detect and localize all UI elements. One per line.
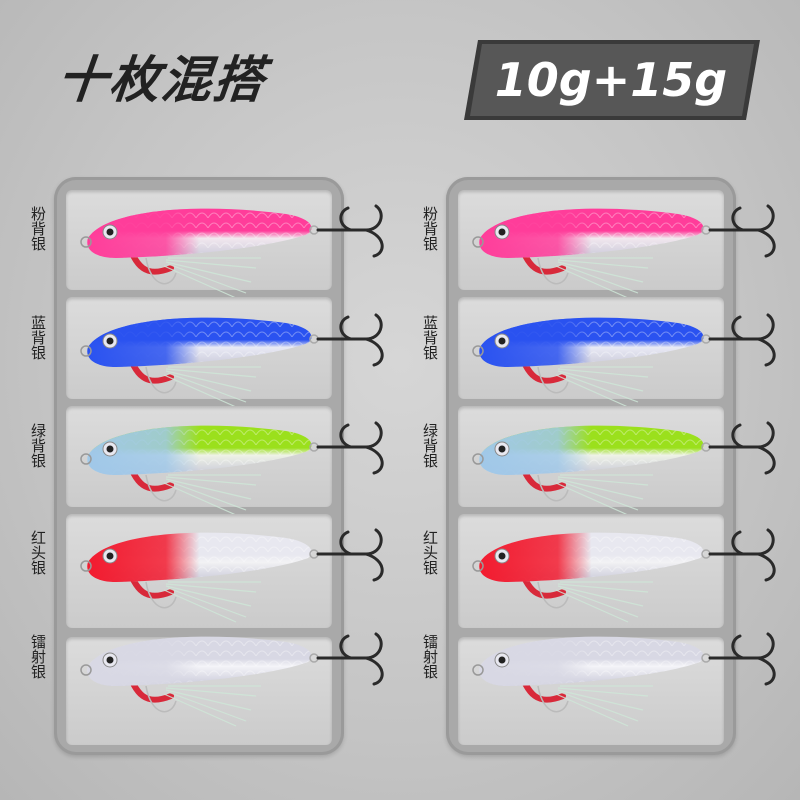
color-label: 蓝背银	[29, 315, 47, 360]
assist-hook-icon	[123, 663, 261, 727]
lure-item	[468, 415, 788, 529]
fishing-lure-icon	[472, 313, 776, 408]
fishing-lure-icon	[472, 528, 776, 623]
lure-item	[468, 626, 788, 740]
lure-item	[76, 198, 396, 312]
fishing-lure-icon	[472, 421, 776, 516]
lure-item	[76, 626, 396, 740]
color-label: 绿背银	[421, 423, 439, 468]
treble-hook-icon	[309, 528, 384, 582]
color-label: 粉背银	[29, 206, 47, 251]
lure-item	[468, 198, 788, 312]
treble-hook-icon	[701, 421, 776, 475]
fishing-lure-icon	[80, 528, 384, 623]
fishing-lure-icon	[80, 204, 384, 299]
treble-hook-icon	[309, 204, 384, 258]
assist-hook-icon	[515, 663, 653, 727]
lure-item	[468, 307, 788, 421]
treble-hook-icon	[701, 632, 776, 686]
treble-hook-icon	[309, 632, 384, 686]
weight-text: 10g+15g	[494, 53, 728, 107]
color-label: 红头银	[29, 530, 47, 575]
fishing-lure-icon	[472, 204, 776, 299]
treble-hook-icon	[309, 313, 384, 367]
treble-hook-icon	[701, 204, 776, 258]
treble-hook-icon	[701, 313, 776, 367]
weight-banner: 10g+15g	[462, 38, 760, 122]
treble-hook-icon	[309, 421, 384, 475]
color-label: 蓝背银	[421, 315, 439, 360]
lure-item	[468, 522, 788, 636]
fishing-lure-icon	[80, 632, 384, 727]
lure-item	[76, 522, 396, 636]
lure-item	[76, 415, 396, 529]
color-label: 绿背银	[29, 423, 47, 468]
color-label: 镭射银	[29, 634, 47, 679]
color-label: 镭射银	[421, 634, 439, 679]
banner-shape	[464, 40, 760, 120]
fishing-lure-icon	[80, 313, 384, 408]
lure-item	[76, 307, 396, 421]
fishing-lure-icon	[80, 421, 384, 516]
fishing-lure-icon	[472, 632, 776, 727]
product-title: 十枚混搭	[54, 51, 269, 109]
color-label: 红头银	[421, 530, 439, 575]
color-label: 粉背银	[421, 206, 439, 251]
treble-hook-icon	[701, 528, 776, 582]
